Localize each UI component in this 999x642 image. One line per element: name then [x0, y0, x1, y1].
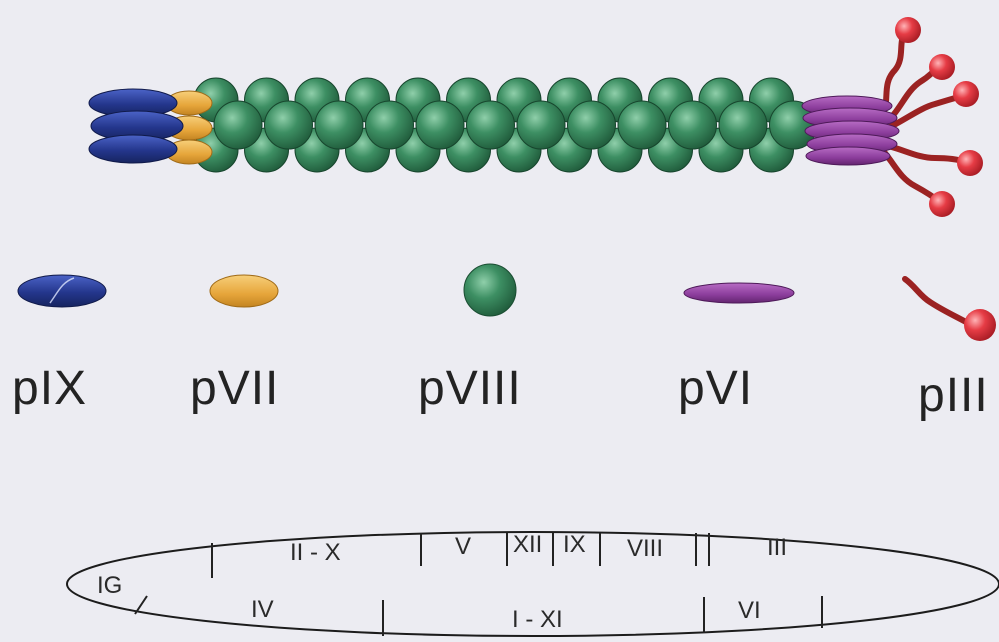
orange-ellipse-icon [210, 275, 278, 307]
pviii-sphere [315, 101, 363, 149]
pviii-coat [194, 78, 818, 172]
gene-viii: VIII [627, 537, 663, 561]
gene-iii: III [767, 536, 787, 560]
pvi-tip [802, 96, 899, 165]
label-pvi: pVI [678, 365, 753, 413]
label-pvii: pVII [190, 365, 279, 413]
pviii-sphere [517, 101, 565, 149]
pviii-sphere [214, 101, 262, 149]
legend-icons [18, 264, 996, 341]
stalk-ball-icon [905, 279, 996, 341]
gene-ii-x: II - X [290, 541, 341, 565]
pviii-sphere [265, 101, 313, 149]
gene-xii: XII [513, 533, 542, 557]
pviii-sphere [618, 101, 666, 149]
label-pviii: pVIII [418, 365, 522, 413]
label-pix: pIX [12, 365, 87, 413]
pviii-sphere [719, 101, 767, 149]
pviii-sphere [467, 101, 515, 149]
blue-ellipse-icon [18, 275, 106, 307]
purple-ellipse-icon [684, 283, 794, 303]
green-sphere-icon [464, 264, 516, 316]
gene-dividers [135, 533, 822, 636]
pviii-sphere [416, 101, 464, 149]
gene-ix: IX [563, 533, 586, 557]
label-piii: pIII [918, 372, 989, 420]
pix-cap [89, 89, 183, 163]
gene-i-xi: I - XI [512, 608, 563, 632]
pviii-sphere [669, 101, 717, 149]
gene-vi: VI [738, 599, 761, 623]
gene-iv: IV [251, 598, 274, 622]
gene-ig: IG [97, 574, 122, 598]
pviii-sphere [568, 101, 616, 149]
pviii-sphere [366, 101, 414, 149]
gene-v: V [455, 535, 471, 559]
phage-particle [89, 17, 983, 217]
